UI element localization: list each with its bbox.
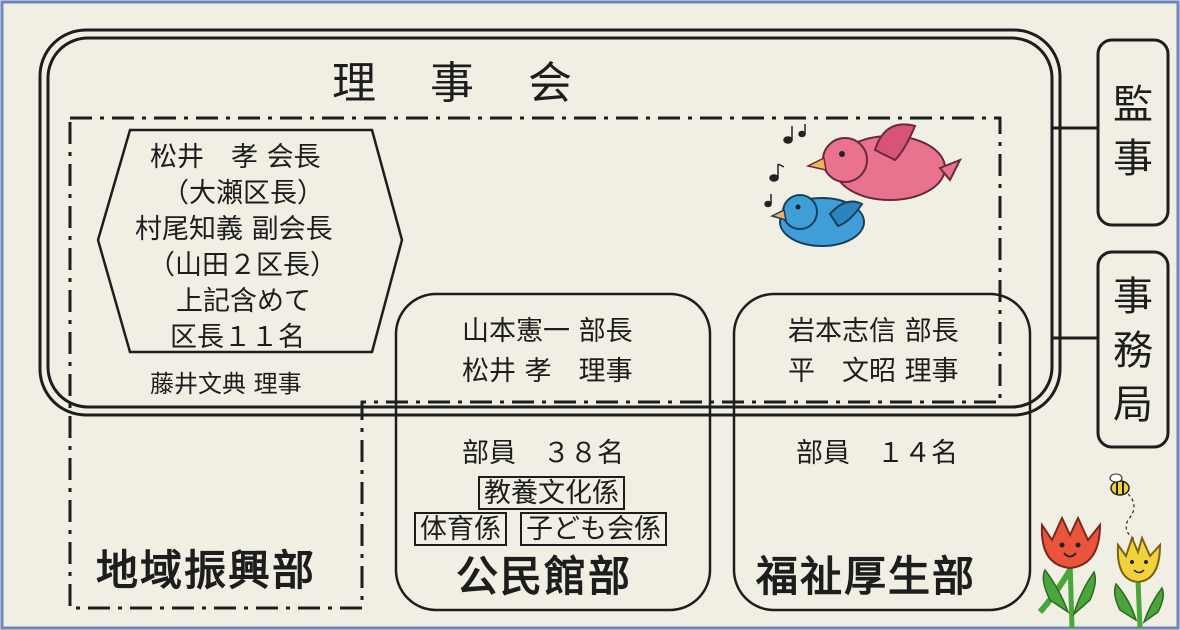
fukushi-director-label: 平 文昭 理事	[788, 356, 959, 387]
board-outer-border	[38, 28, 1062, 417]
board-title: 理 事 会	[332, 58, 592, 109]
community-director-label: 藤井文典 理事	[150, 370, 302, 398]
kominkan-section-culture: 教養文化係	[478, 476, 625, 510]
fukushi-members-label: 部員 １４名	[796, 438, 958, 469]
tulip-yellow-icon	[1113, 535, 1165, 629]
auditor-label: 監事	[1113, 82, 1153, 182]
kominkan-section-sports: 体育係	[414, 512, 507, 546]
leaders-hexagon	[96, 128, 404, 354]
district-heads-count: 区長１１名	[170, 322, 305, 353]
kominkan-box	[394, 292, 712, 612]
community-dept-boundary	[68, 116, 1002, 610]
auditor-box	[1096, 38, 1170, 227]
secretariat-box	[1096, 250, 1170, 449]
vice-chairman-label: 村尾知義 副会長	[135, 214, 333, 245]
secretariat-label: 事務局	[1113, 274, 1153, 428]
music-note-icon	[764, 124, 806, 208]
kominkan-head-label: 山本憲一 部長	[462, 316, 633, 347]
bird-pink-icon	[805, 123, 963, 201]
district-heads-note: 上記含めて	[176, 286, 311, 317]
kominkan-members-label: 部員 ３８名	[462, 438, 624, 469]
chairman-district-label: （大瀬区長）	[162, 178, 324, 209]
board-inner-border	[46, 36, 1054, 409]
fukushi-head-label: 岩本志信 部長	[788, 316, 959, 347]
bird-blue-icon	[769, 194, 865, 247]
tulip-red-icon	[1037, 515, 1102, 629]
bee-icon	[1109, 473, 1137, 541]
chairman-label: 松井 孝 会長	[150, 142, 321, 173]
kominkan-dept-name: 公民館部	[456, 552, 633, 601]
kominkan-director-label: 松井 孝 理事	[462, 356, 633, 387]
community-dept-name: 地域振興部	[96, 546, 317, 595]
fukushi-dept-name: 福祉厚生部	[756, 552, 977, 601]
fukushi-box	[732, 292, 1032, 612]
vice-chairman-district-label: （山田２区長）	[148, 250, 337, 281]
kominkan-section-kids: 子ども会係	[520, 512, 667, 546]
